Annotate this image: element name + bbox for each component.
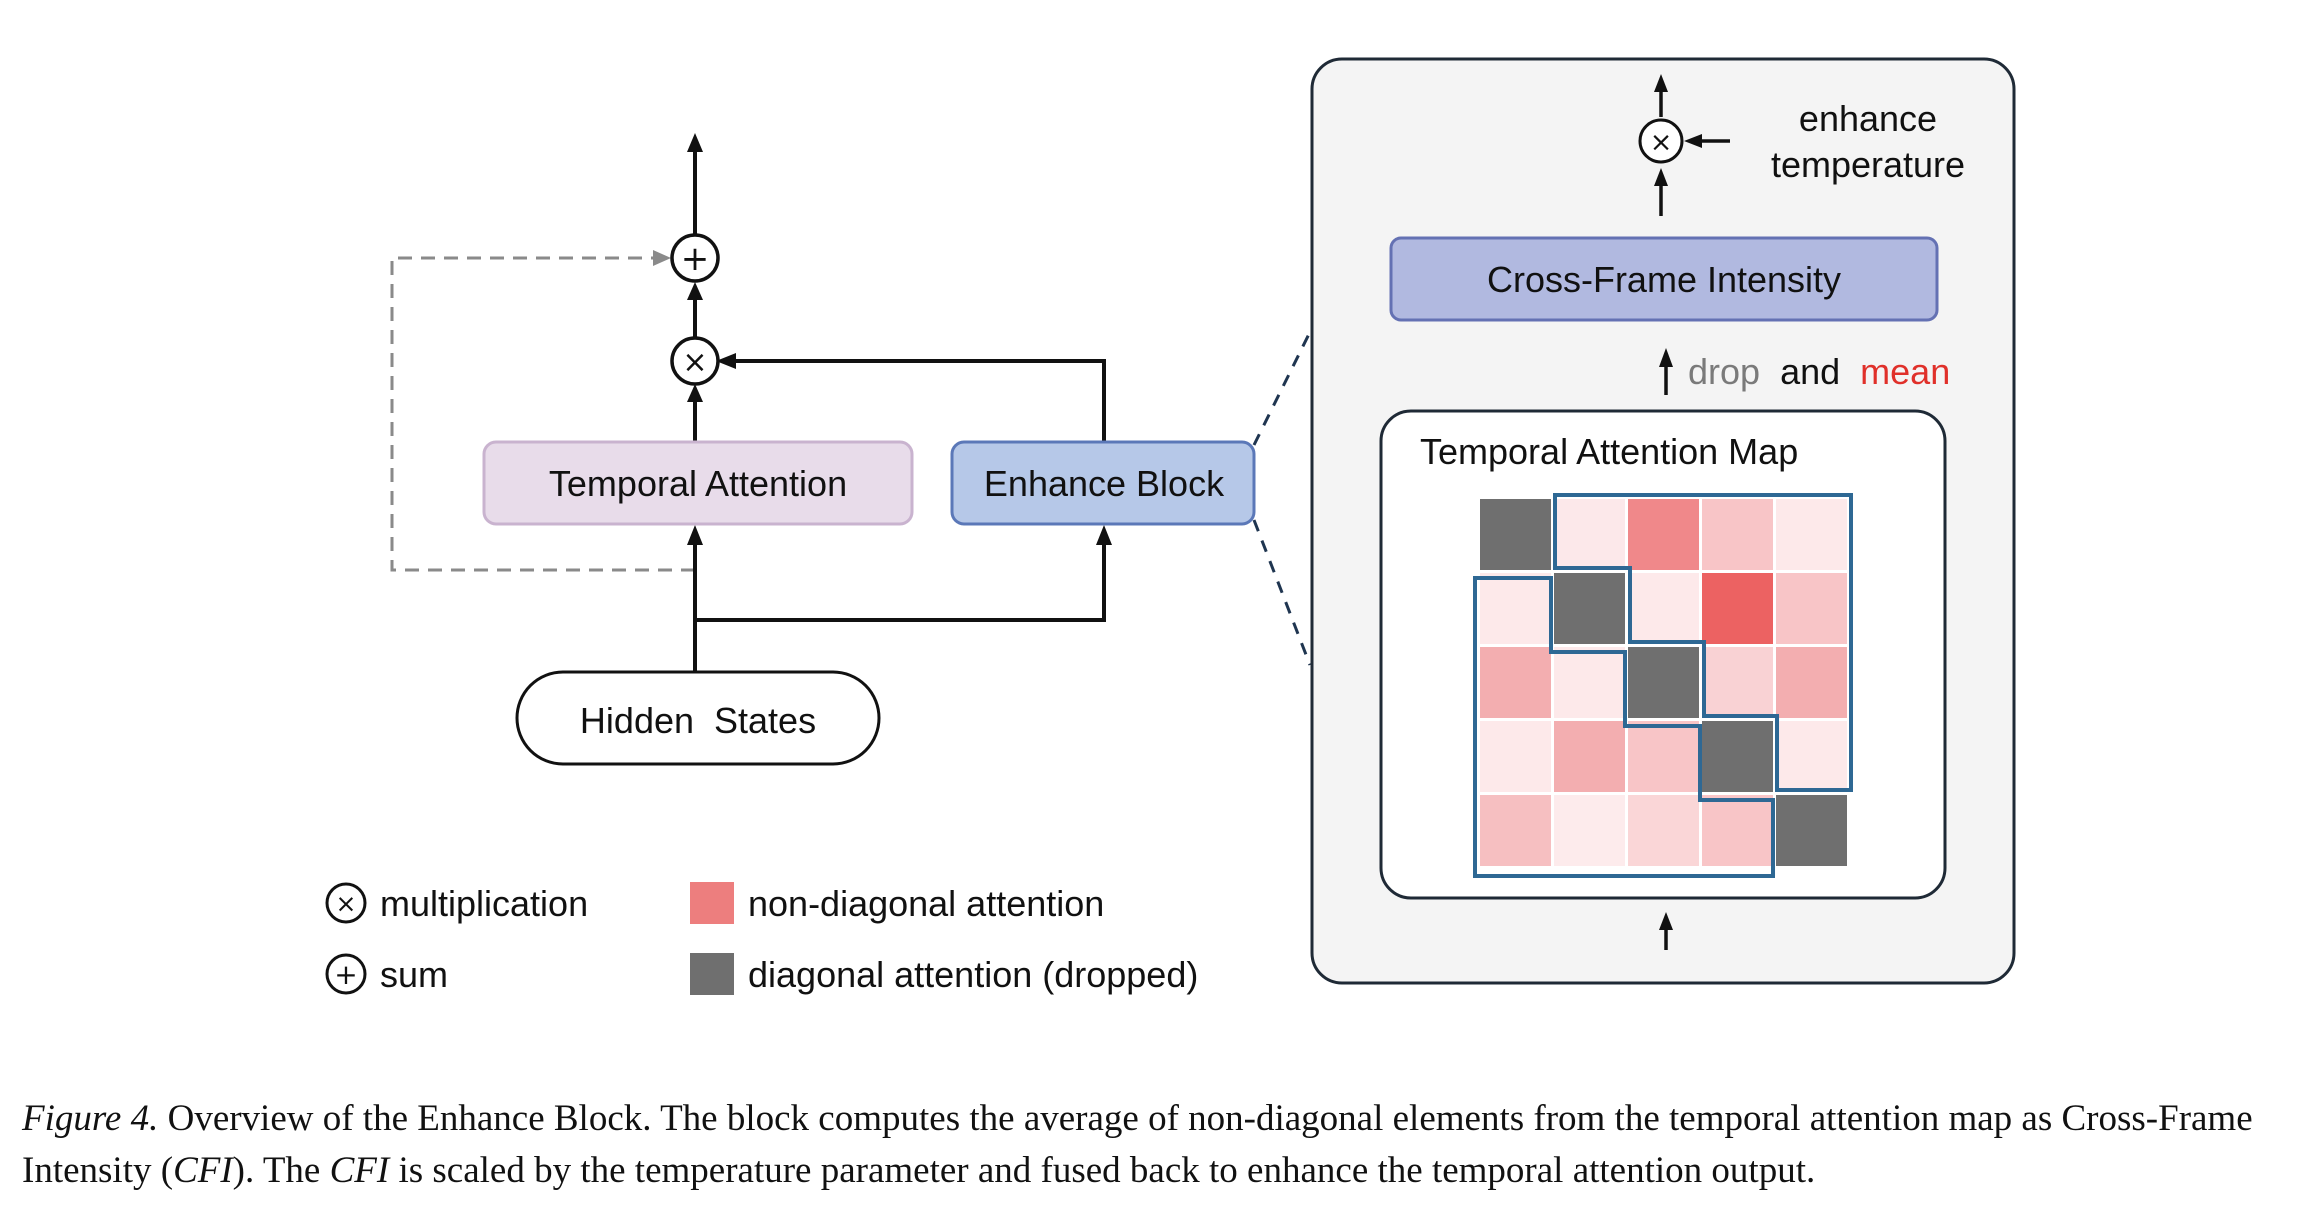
output-arrowhead	[687, 133, 703, 152]
non-diagonal-attention-cell	[1628, 499, 1699, 570]
non-diagonal-attention-cell	[1554, 499, 1625, 570]
legend-diagonal-label: diagonal attention (dropped)	[748, 954, 1198, 995]
residual-dashed-line	[390, 256, 695, 572]
ta-to-multiply-arrowhead	[687, 384, 703, 402]
enhance-to-multiply-arrowhead	[716, 353, 736, 369]
non-diagonal-attention-cell	[1628, 795, 1699, 866]
enhance-block-diagram: + × Temporal Attention Enhance Block Hid…	[325, 57, 2016, 995]
diagonal-attention-cell	[1776, 795, 1847, 866]
legend-diagonal-swatch	[690, 953, 734, 995]
non-diagonal-attention-cell	[1480, 573, 1551, 644]
non-diagonal-attention-cell	[1554, 721, 1625, 792]
hidden-states-label: Hidden States	[580, 700, 816, 741]
attention-map-grid	[1480, 499, 1847, 866]
cfi-to-multiply-arrowhead	[1654, 168, 1668, 186]
enhance-block-label: Enhance Block	[984, 463, 1225, 504]
diagonal-attention-cell	[1554, 573, 1625, 644]
figure-label: Figure 4.	[22, 1098, 159, 1139]
non-diagonal-attention-cell	[1554, 647, 1625, 718]
multiply-node-symbol: ×	[682, 345, 707, 380]
legend-multiply-icon	[325, 882, 367, 924]
caption-text-1: Overview of the Enhance Block. The block…	[22, 1098, 2253, 1191]
non-diagonal-attention-cell	[1702, 647, 1773, 718]
legend-non-diagonal-label: non-diagonal attention	[748, 883, 1104, 924]
non-diagonal-attention-cell	[1776, 499, 1847, 570]
non-diagonal-attention-cell	[1776, 721, 1847, 792]
figure-caption: Figure 4. Overview of the Enhance Block.…	[22, 1093, 2312, 1197]
mean-word: mean	[1860, 351, 1950, 392]
sum-node	[670, 233, 720, 283]
and-word: and	[1780, 351, 1840, 392]
cross-frame-intensity-label: Cross-Frame Intensity	[1487, 259, 1841, 300]
branch-to-enhance-arrowhead	[1096, 525, 1112, 545]
legend-sum-symbol: +	[334, 958, 357, 991]
temporal-attention-box	[482, 440, 914, 526]
panel-input-arrowhead	[1659, 912, 1673, 930]
multiply-node	[670, 336, 720, 386]
legend-sum-icon	[325, 953, 367, 995]
branch-to-enhance-line	[695, 543, 1106, 622]
legend-sum-label: sum	[380, 954, 448, 995]
diagonal-attention-cell	[1480, 499, 1551, 570]
non-diagonal-attention-cell	[1628, 573, 1699, 644]
caption-text-2: ). The	[232, 1150, 330, 1191]
diagonal-attention-cell	[1628, 647, 1699, 718]
zoom-line-bottom	[1252, 519, 1312, 666]
enhance-temperature-label-2: temperature	[1771, 144, 1965, 185]
caption-cfi-2: CFI	[329, 1150, 390, 1191]
sum-node-symbol: +	[681, 239, 710, 279]
legend-multiply-symbol: ×	[336, 889, 357, 918]
cross-frame-intensity-box	[1389, 236, 1939, 322]
drop-word: drop	[1688, 351, 1760, 392]
temperature-arrowhead	[1684, 134, 1702, 148]
residual-arrowhead	[653, 250, 671, 266]
diagonal-attention-cell	[1702, 721, 1773, 792]
temperature-multiply-node	[1638, 118, 1684, 164]
drop-mean-label: drop and mean	[1688, 351, 1950, 392]
enhance-block-box	[950, 440, 1256, 526]
zoom-line-top	[1252, 331, 1312, 446]
non-diagonal-attention-cell	[1776, 573, 1847, 644]
non-diagonal-attention-cell	[1480, 795, 1551, 866]
multiply-to-sum-arrowhead	[687, 282, 703, 300]
non-diagonal-attention-cell	[1554, 795, 1625, 866]
trunk-arrowhead	[687, 525, 703, 545]
caption-cfi-1: CFI	[173, 1150, 233, 1191]
non-diagonal-attention-cell	[1702, 499, 1773, 570]
non-diagonal-attention-cell	[1480, 721, 1551, 792]
legend-multiplication-label: multiplication	[380, 883, 588, 924]
drop-mean-arrowhead	[1659, 348, 1673, 367]
temporal-attention-label: Temporal Attention	[549, 463, 847, 504]
non-diagonal-attention-cell	[1480, 647, 1551, 718]
non-diagonal-attention-cell	[1776, 647, 1847, 718]
temperature-multiply-symbol: ×	[1650, 127, 1673, 158]
legend-non-diagonal-swatch	[690, 882, 734, 924]
temporal-attention-map-label: Temporal Attention Map	[1420, 431, 1798, 472]
enhance-temperature-label-1: enhance	[1799, 98, 1937, 139]
enhance-to-multiply-line	[734, 359, 1106, 442]
hidden-states-box	[515, 670, 881, 766]
non-diagonal-attention-cell	[1628, 721, 1699, 792]
upper-triangle-outline	[1553, 493, 1853, 792]
lower-triangle-outline	[1473, 576, 1775, 878]
non-diagonal-attention-cell	[1702, 795, 1773, 866]
non-diagonal-attention-cell	[1702, 573, 1773, 644]
panel-output-arrowhead	[1654, 74, 1668, 92]
caption-text-3: is scaled by the temperature parameter a…	[389, 1150, 1816, 1191]
